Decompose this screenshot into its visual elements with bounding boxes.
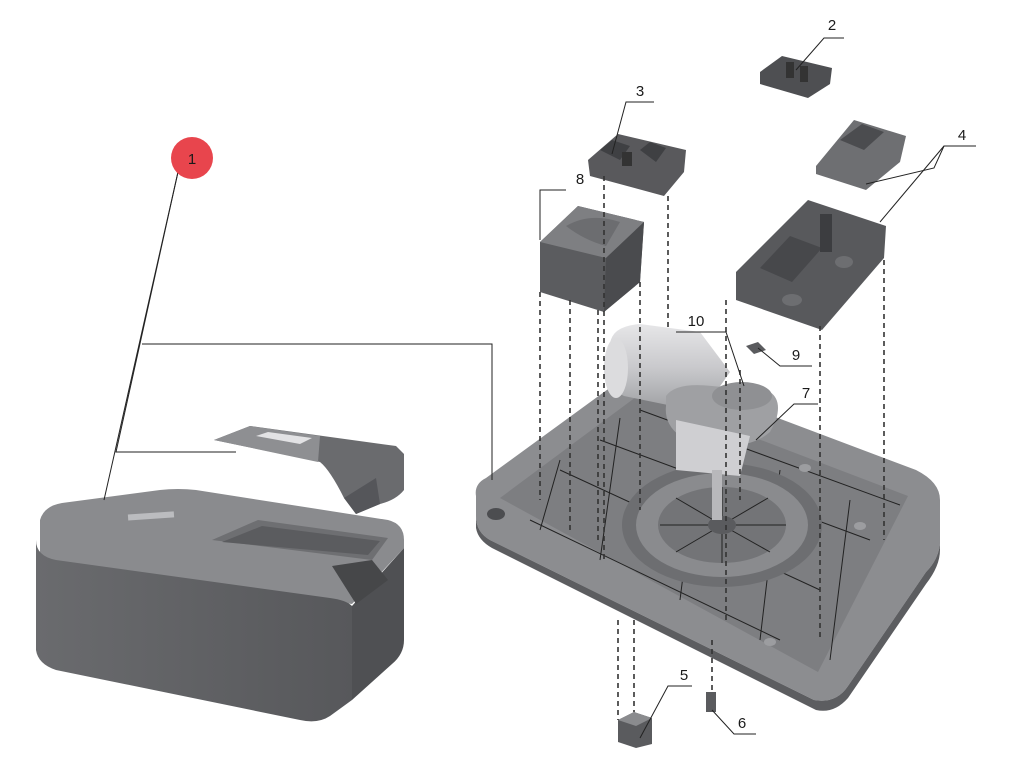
block-5 — [618, 712, 652, 748]
gear-part — [712, 382, 772, 410]
callout-5-label: 5 — [680, 667, 688, 684]
pin-6 — [706, 692, 716, 712]
callout-8-label: 8 — [576, 171, 584, 188]
callout-6-label: 6 — [738, 715, 746, 732]
motor — [604, 324, 778, 520]
transformer — [540, 206, 644, 312]
callout-2-label: 2 — [828, 17, 836, 34]
leader-lines — [103, 37, 976, 739]
callout-10-label: 10 — [688, 313, 705, 330]
housing-lid — [214, 426, 404, 514]
callout-1-label: 1 — [188, 151, 196, 168]
housing-cover — [36, 489, 404, 722]
callout-9-label: 9 — [792, 347, 800, 364]
circuit-board-3 — [588, 134, 686, 196]
callout-7-label: 7 — [802, 385, 810, 402]
callout-1-highlight — [171, 137, 213, 179]
connector-2 — [760, 56, 832, 98]
circuit-board-4-lower — [736, 200, 886, 330]
assembly-dashed-lines — [539, 176, 885, 720]
callout-3-label: 3 — [636, 83, 644, 100]
circuit-board-4-upper — [816, 120, 906, 190]
callout-1[interactable]: 1 — [171, 137, 213, 179]
callout-4-label: 4 — [958, 127, 966, 144]
base-plate — [475, 371, 940, 711]
